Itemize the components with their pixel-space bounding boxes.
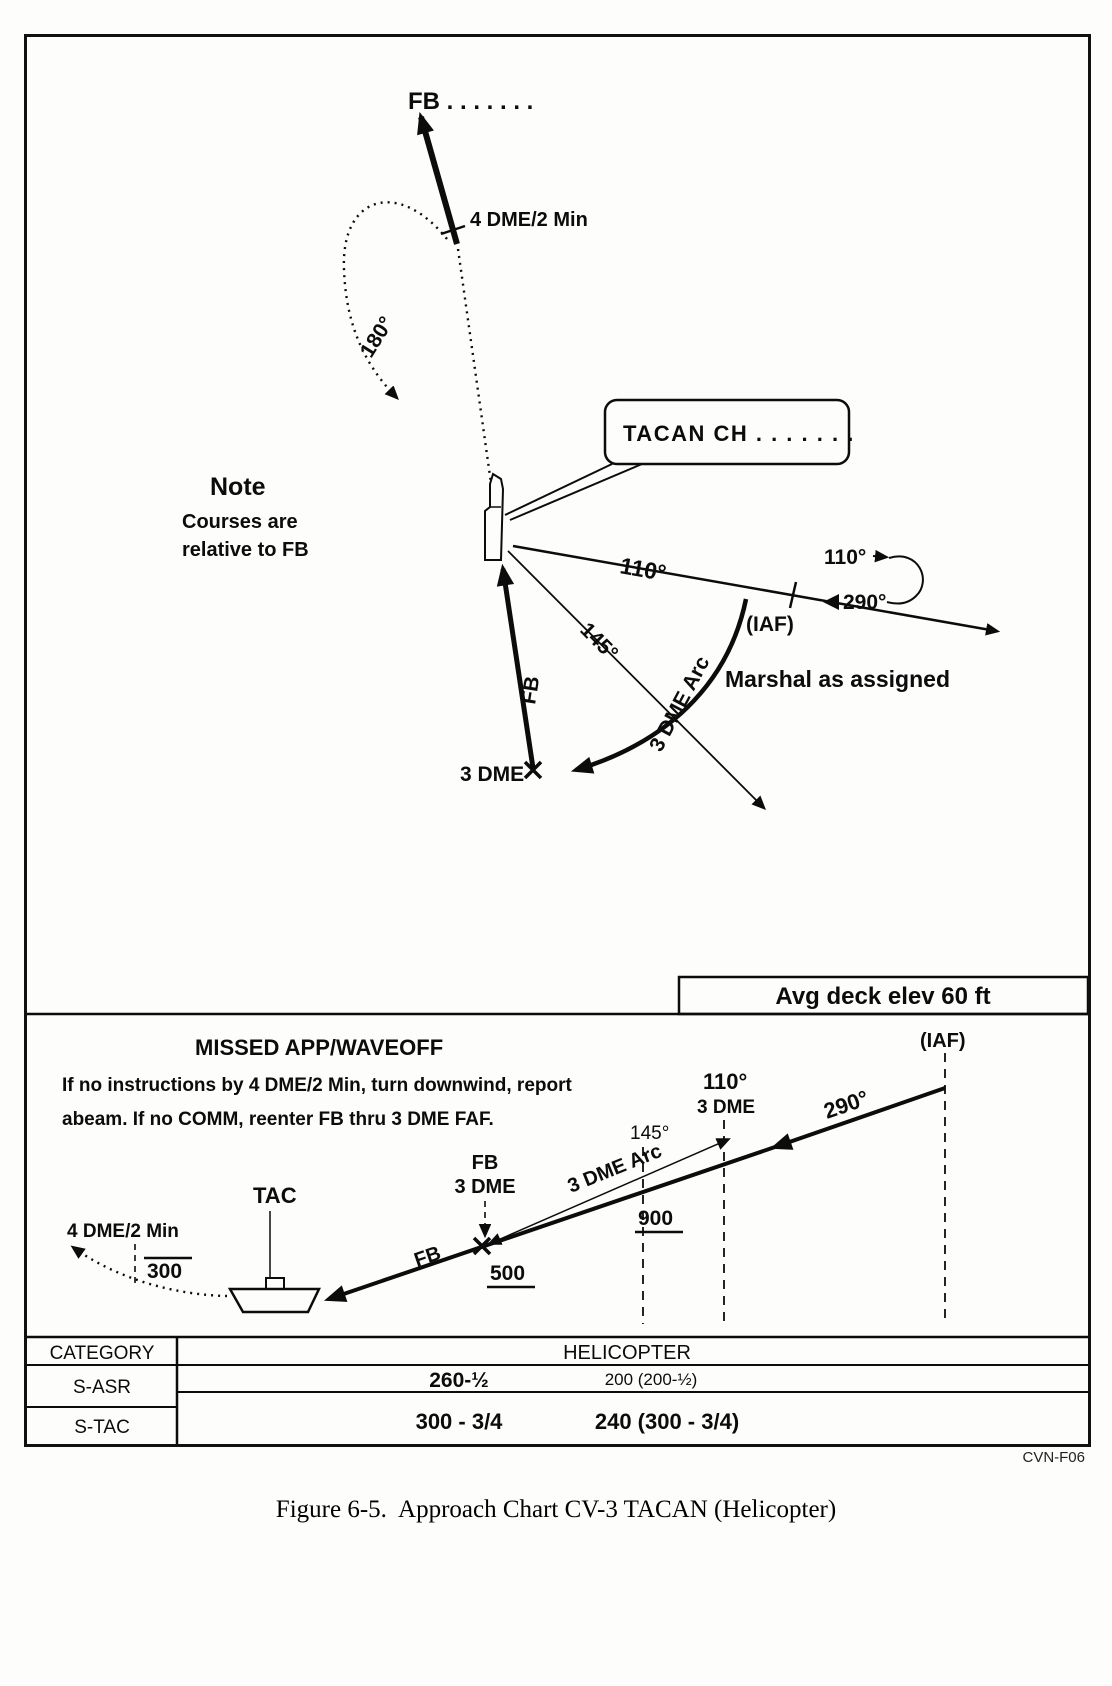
note-line2: relative to FB: [182, 539, 309, 561]
minima-table: CATEGORY HELICOPTER 260-½ 200 (200-½) 30…: [27, 1335, 1088, 1444]
holding-outbound-label: 290°: [843, 591, 886, 614]
tacan-callout-pointer: [504, 463, 643, 521]
course-110-label-profile: 110°: [703, 1069, 747, 1094]
minima-row2-alt: 240 (300 - 3/4): [595, 1409, 739, 1434]
note-block: Note Courses are relative to FB: [182, 473, 309, 561]
arc-span-arrow: [491, 1140, 727, 1243]
missed-approach-line1: If no instructions by 4 DME/2 Min, turn …: [62, 1075, 573, 1096]
missed-approach-title: MISSED APP/WAVEOFF: [195, 1035, 443, 1060]
missed-approach-line2: abeam. If no COMM, reenter FB thru 3 DME…: [62, 1109, 494, 1130]
faf-fix-marker: [472, 1236, 492, 1256]
four-dme-fix-tick: [440, 224, 466, 236]
descent-line-lower: [323, 1145, 776, 1302]
fb-final-label: FB: [411, 1242, 443, 1271]
iaf-label-profile: (IAF): [920, 1030, 966, 1052]
type-header: HELICOPTER: [563, 1342, 691, 1364]
deck-elev-box: Avg deck elev 60 ft: [677, 975, 1090, 1016]
turn-180-label: 180°: [356, 313, 399, 362]
holding-pattern: 110° 290°: [823, 546, 924, 614]
holding-outbound-arrowhead: [823, 594, 839, 610]
four-dme-label: 4 DME/2 Min: [470, 209, 588, 231]
dme-arc-label: 3 DME Arc: [645, 652, 714, 755]
three-dme-label: 3 DME: [460, 763, 524, 786]
holding-inbound-label: 110°: [824, 546, 866, 569]
minima-row2-primary: 300 - 3/4: [416, 1409, 504, 1434]
course-110-line: [512, 544, 996, 631]
ship-hull-profile: [227, 1287, 321, 1314]
alt-300-label: 300: [147, 1260, 182, 1283]
approach-chart-svg: FB . . . . . . . 4 DME/2 Min 180° TACAN …: [27, 88, 1090, 1444]
alt-900-label: 900: [638, 1207, 673, 1230]
dme-arc-path: [570, 598, 749, 774]
note-title: Note: [210, 473, 266, 501]
ship-symbol-profile: [227, 1277, 321, 1314]
turn-180-dotted-path: [342, 201, 448, 397]
minima-row1-alt: 200 (200-½): [605, 1370, 698, 1389]
ship-hull-plan: [484, 472, 505, 561]
tac-label: TAC: [253, 1183, 297, 1208]
plan-view: FB . . . . . . . 4 DME/2 Min 180° TACAN …: [27, 88, 1090, 1016]
category-s-asr: S-ASR: [73, 1377, 131, 1398]
holding-inbound-arrow: [872, 556, 885, 557]
tacan-callout: TACAN CH . . . . . . .: [504, 398, 855, 521]
ship-symbol-plan: [484, 472, 505, 561]
fb-inbound-arrow: [496, 563, 536, 769]
category-header: CATEGORY: [50, 1343, 155, 1364]
course-110-dme-label: 3 DME: [697, 1097, 755, 1118]
course-110-label: 110°: [618, 552, 668, 586]
faf-label-fb: FB: [472, 1152, 499, 1174]
iaf-fix-tick: [788, 581, 798, 609]
alt-500-label: 500: [490, 1262, 525, 1285]
profile-view: MISSED APP/WAVEOFF If no instructions by…: [62, 1030, 966, 1324]
marshal-label: Marshal as assigned: [725, 666, 950, 692]
iaf-label-plan: (IAF): [746, 613, 794, 636]
category-s-tac: S-TAC: [74, 1417, 130, 1438]
faf-label-dme: 3 DME: [454, 1176, 515, 1198]
deck-elev-label: Avg deck elev 60 ft: [775, 983, 990, 1010]
holding-turn-loop: [886, 555, 924, 605]
fb-course-dotted-extension: [456, 248, 493, 484]
tacan-callout-box: [603, 398, 851, 466]
tacan-callout-label: TACAN CH . . . . . . .: [623, 421, 855, 446]
fb-inbound-label: FB: [517, 675, 544, 706]
fb-outbound-arrow: [417, 111, 460, 245]
fb-outbound-label: FB . . . . . . .: [408, 88, 533, 115]
radial-145-label-profile: 145°: [630, 1123, 669, 1144]
three-dme-fix-marker: [523, 760, 543, 780]
approach-chart-frame: FB . . . . . . . 4 DME/2 Min 180° TACAN …: [24, 34, 1091, 1447]
minima-row1-primary: 260-½: [429, 1369, 489, 1392]
ship-island: [265, 1277, 285, 1289]
radial-145-line: [507, 550, 763, 807]
four-dme-label-profile: 4 DME/2 Min: [67, 1221, 179, 1242]
figure-caption: Figure 6-5. Approach Chart CV-3 TACAN (H…: [275, 1496, 837, 1523]
descent-line-upper: [769, 1086, 946, 1150]
plate-code: CVN-F06: [1022, 1449, 1085, 1466]
note-line1: Courses are: [182, 511, 298, 533]
